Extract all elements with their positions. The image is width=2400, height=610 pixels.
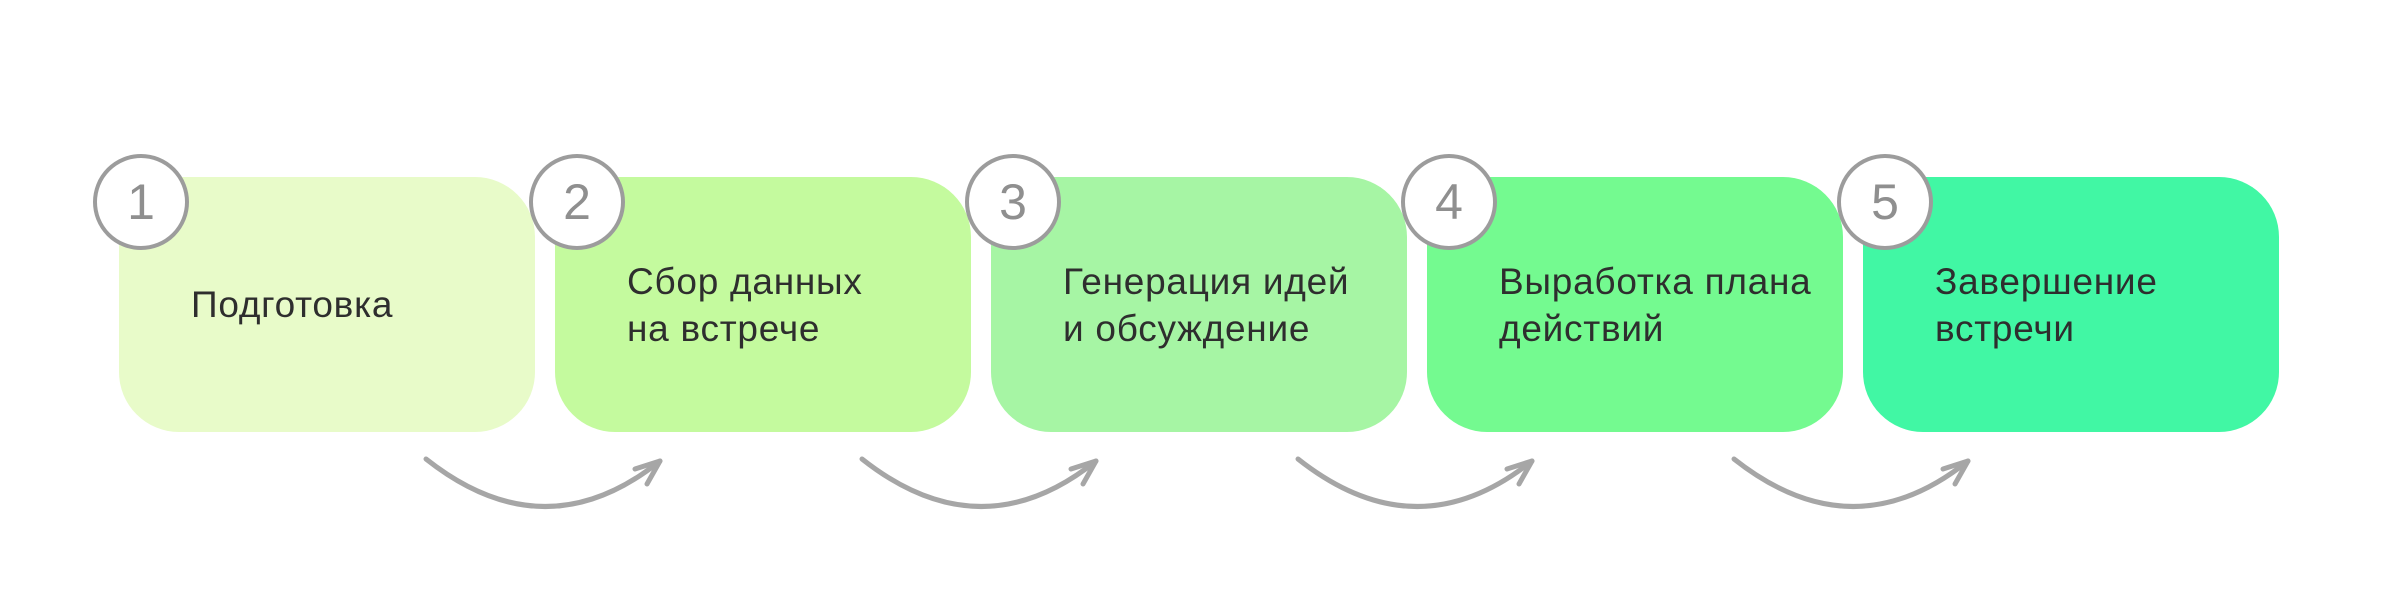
step-label: Сбор данных на встрече bbox=[627, 260, 863, 349]
arrow-head bbox=[1504, 458, 1535, 487]
step-card: 1 Подготовка bbox=[93, 154, 535, 432]
curved-arrow-icon bbox=[423, 456, 663, 509]
step-number: 2 bbox=[563, 174, 591, 230]
step-card: 5 Завершение встречи bbox=[1837, 154, 2279, 432]
step-number: 5 bbox=[1871, 174, 1899, 230]
step-number-badge: 3 bbox=[965, 154, 1061, 250]
arrow-curve bbox=[1295, 456, 1535, 509]
arrow-curve bbox=[423, 456, 663, 509]
step-label: Выработка плана действий bbox=[1499, 260, 1812, 349]
arrow-head bbox=[632, 458, 663, 487]
curved-arrow-icon bbox=[859, 456, 1099, 509]
step-number: 3 bbox=[999, 174, 1027, 230]
step-label: Подготовка bbox=[191, 284, 394, 325]
step-number-badge: 4 bbox=[1401, 154, 1497, 250]
arrow-head bbox=[1940, 458, 1971, 487]
curved-arrow-icon bbox=[1731, 456, 1971, 509]
step-label: Завершение встречи bbox=[1935, 260, 2158, 349]
step-number: 4 bbox=[1435, 174, 1463, 230]
step-number-badge: 5 bbox=[1837, 154, 1933, 250]
step-card: 4 Выработка плана действий bbox=[1401, 154, 1843, 432]
step-card: 2 Сбор данных на встрече bbox=[529, 154, 971, 432]
step-number-badge: 2 bbox=[529, 154, 625, 250]
arrow-curve bbox=[859, 456, 1099, 509]
step-number-badge: 1 bbox=[93, 154, 189, 250]
step-label: Генерация идей и обсуждение bbox=[1063, 260, 1350, 349]
arrow-curve bbox=[1731, 456, 1971, 509]
step-card: 3 Генерация идей и обсуждение bbox=[965, 154, 1407, 432]
step-number: 1 bbox=[127, 174, 155, 230]
curved-arrow-icon bbox=[1295, 456, 1535, 509]
arrow-head bbox=[1068, 458, 1099, 487]
